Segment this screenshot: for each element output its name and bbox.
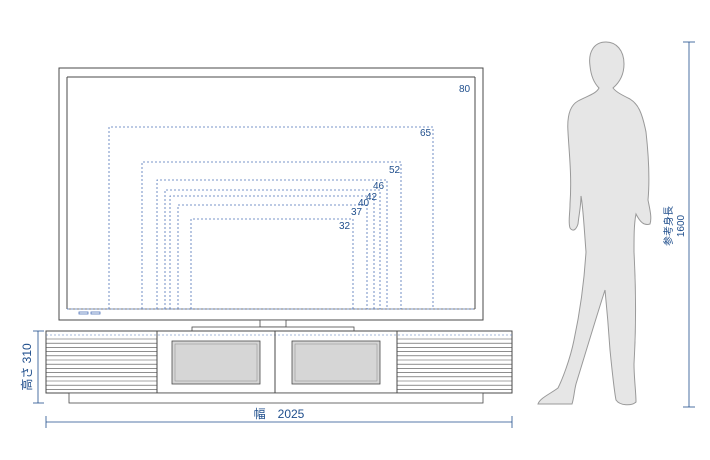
size-label-65: 65 — [420, 128, 432, 139]
outline-52 — [141, 161, 402, 309]
glass-drawer-right — [291, 340, 381, 385]
size-label-52: 52 — [389, 165, 401, 176]
size-label-80: 80 — [459, 84, 471, 95]
outline-42 — [164, 189, 381, 309]
size-label-32: 32 — [339, 221, 351, 232]
reference-height-label: 参考身長 — [662, 206, 675, 246]
glass-drawer-left — [171, 340, 261, 385]
screen-size-outlines — [108, 126, 434, 309]
reference-person-silhouette — [537, 41, 652, 406]
outline-46 — [156, 179, 388, 309]
width-dimension — [45, 416, 513, 428]
height-dimension — [33, 330, 44, 404]
outline-37 — [177, 204, 368, 309]
size-label-46: 46 — [373, 181, 385, 192]
outline-32 — [190, 218, 354, 309]
tv-80-frame — [58, 67, 484, 332]
reference-height-dimension — [683, 41, 695, 408]
outline-65 — [108, 126, 434, 309]
cabinet-slats — [46, 338, 512, 390]
size-label-42: 42 — [366, 192, 378, 203]
tv-board-cabinet — [45, 330, 513, 404]
height-label: 高さ 310 — [19, 343, 34, 391]
size-label-40: 40 — [358, 198, 370, 209]
width-label: 幅 2025 — [254, 406, 305, 421]
reference-height-value: 1600 — [676, 214, 687, 237]
outline-40 — [169, 195, 375, 309]
size-label-37: 37 — [351, 207, 363, 218]
